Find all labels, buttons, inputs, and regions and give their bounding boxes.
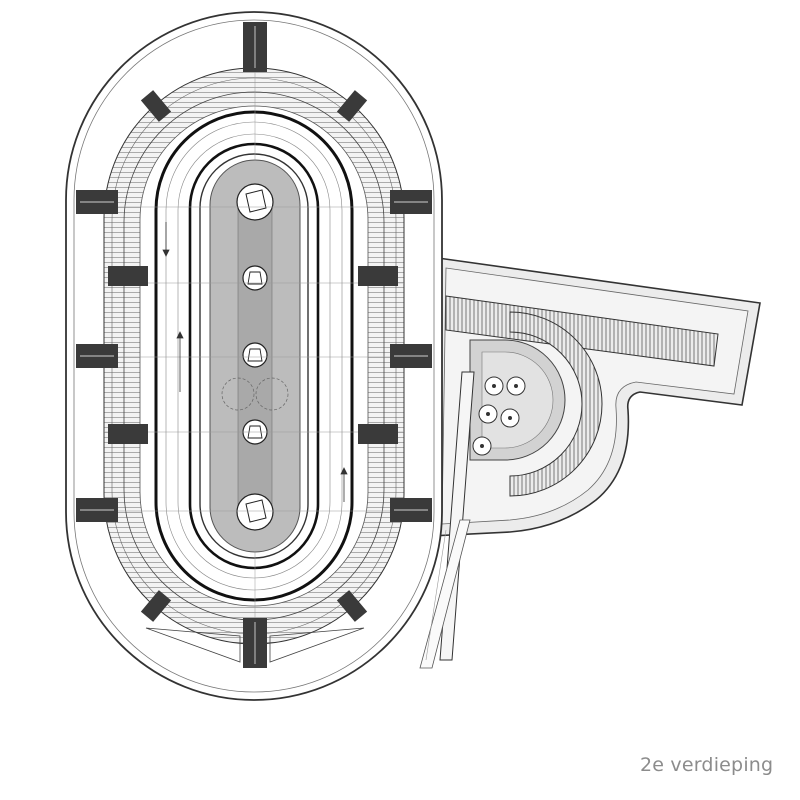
bottom-entrance — [145, 627, 365, 663]
infield-pillars — [236, 183, 274, 531]
infield-markings — [221, 377, 289, 411]
velodrome — [65, 11, 443, 701]
annex-wing — [419, 257, 761, 669]
floor-label: 2e verdieping — [640, 754, 774, 776]
direction-arrows — [162, 222, 348, 502]
annex-curved-bleachers — [509, 311, 603, 497]
annex-tables — [472, 376, 526, 456]
